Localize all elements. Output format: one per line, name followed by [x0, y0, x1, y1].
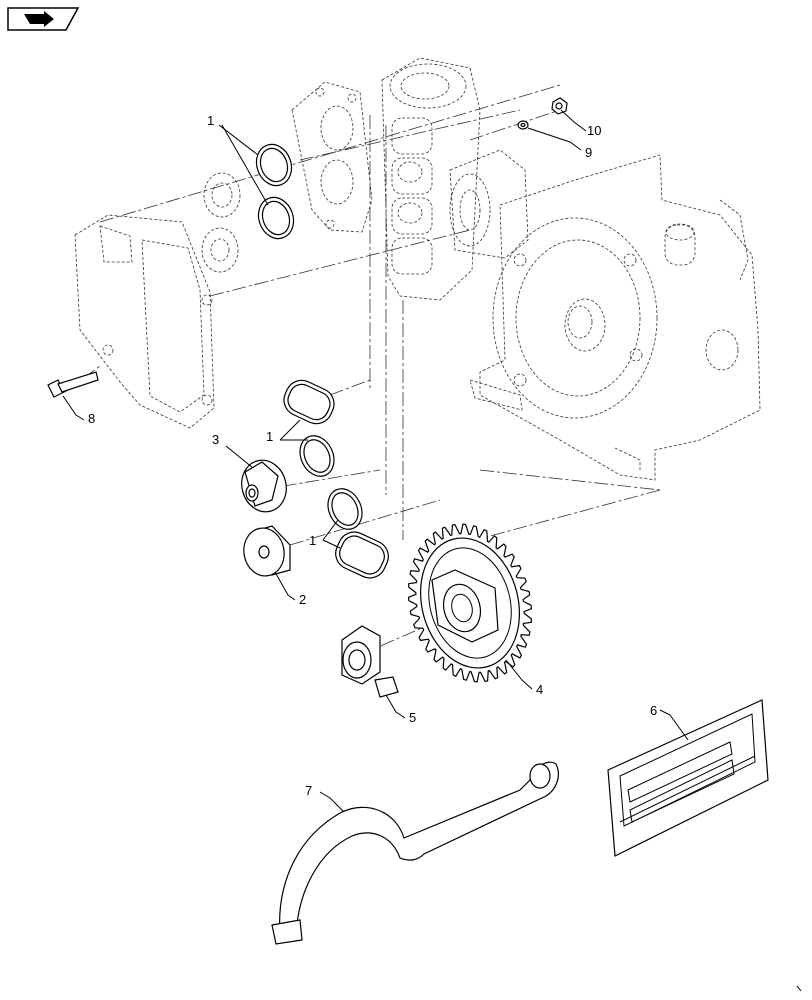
leader-lines — [62, 109, 689, 813]
ghosted-housing-assembly — [74, 57, 761, 481]
seal-oval-middle — [283, 379, 335, 425]
navigation-arrow-icon[interactable] — [7, 7, 80, 31]
callout-9: 9 — [585, 145, 592, 160]
corner-mark — [796, 985, 802, 992]
small-washer — [517, 120, 529, 130]
callout-3: 3 — [212, 432, 219, 447]
spanner-wrench — [271, 761, 559, 945]
small-nut — [551, 97, 568, 115]
o-ring-lower — [327, 488, 363, 530]
hex-nut — [341, 625, 399, 698]
callout-2: 2 — [299, 592, 306, 607]
decal-plate — [607, 699, 769, 857]
callout-1c: 1 — [309, 533, 316, 548]
callout-labels: 1 1 1 2 3 4 5 6 7 8 9 10 — [88, 113, 657, 798]
seal-oval-lower — [335, 531, 389, 579]
spacer-disc — [243, 525, 291, 577]
callout-1b: 1 — [266, 429, 273, 444]
o-ring-upper-b — [257, 196, 295, 240]
drive-gear — [407, 523, 533, 683]
callout-8: 8 — [88, 411, 95, 426]
callout-7: 7 — [305, 783, 312, 798]
callout-5: 5 — [409, 710, 416, 725]
flanged-bushing — [241, 459, 287, 513]
callout-1a: 1 — [207, 113, 214, 128]
o-ring-upper-a — [255, 143, 293, 187]
callout-10: 10 — [587, 123, 601, 138]
hex-bolt — [47, 371, 99, 398]
callout-4: 4 — [536, 682, 543, 697]
o-ring-middle — [299, 435, 335, 477]
callout-6: 6 — [650, 703, 657, 718]
